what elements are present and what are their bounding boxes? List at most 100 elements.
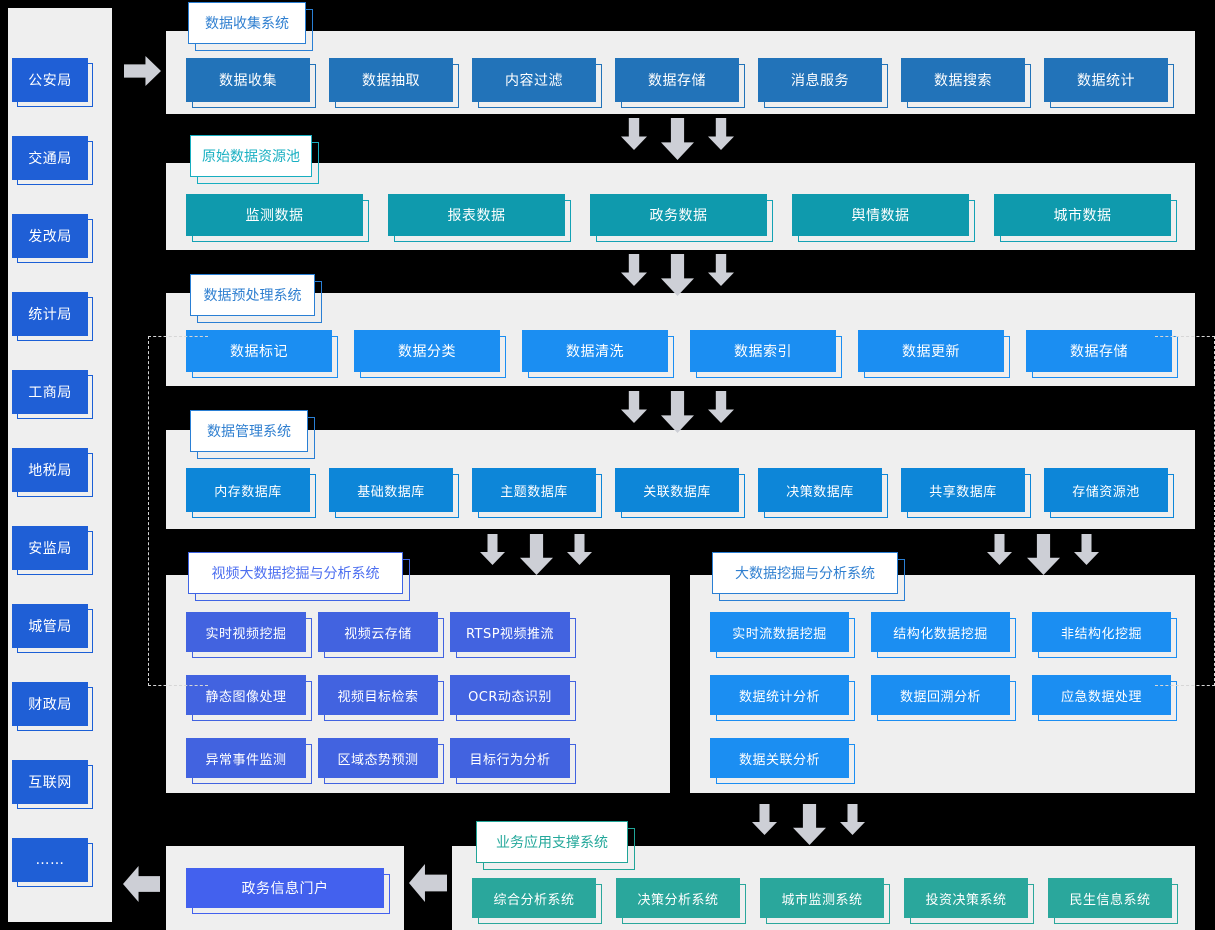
block-label: 报表数据 xyxy=(388,194,565,236)
block-preprocess-1[interactable]: 数据标记 xyxy=(186,330,338,378)
block-video-mining-4[interactable]: 静态图像处理 xyxy=(186,675,312,721)
block-label: 城市数据 xyxy=(994,194,1171,236)
block-label: 视频目标检索 xyxy=(318,675,438,715)
block-video-mining-8[interactable]: 区域态势预测 xyxy=(318,738,444,784)
sidebar-item-10[interactable]: 互联网 xyxy=(12,760,93,809)
sidebar-item-5[interactable]: 工商局 xyxy=(12,370,93,419)
sidebar-item-11[interactable]: …… xyxy=(12,838,93,887)
tab-business-support[interactable]: 业务应用支撑系统 xyxy=(476,821,635,870)
tab-preprocess[interactable]: 数据预处理系统 xyxy=(190,274,322,323)
sidebar-item-7[interactable]: 安监局 xyxy=(12,526,93,575)
sidebar-item-9[interactable]: 财政局 xyxy=(12,682,93,731)
block-video-mining-3[interactable]: RTSP视频推流 xyxy=(450,612,576,658)
block-management-4[interactable]: 关联数据库 xyxy=(615,468,745,518)
block-label: 数据分类 xyxy=(354,330,500,372)
block-data-mining-4[interactable]: 数据统计分析 xyxy=(710,675,855,721)
block-preprocess-5[interactable]: 数据更新 xyxy=(858,330,1010,378)
sidebar-item-label: 公安局 xyxy=(12,58,88,102)
block-rawpool-5[interactable]: 城市数据 xyxy=(994,194,1177,242)
block-label: 决策分析系统 xyxy=(616,878,740,918)
block-preprocess-2[interactable]: 数据分类 xyxy=(354,330,506,378)
sidebar-item-label: 发改局 xyxy=(12,214,88,258)
block-label: 应急数据处理 xyxy=(1032,675,1171,715)
block-label: 异常事件监测 xyxy=(186,738,306,778)
block-collection-6[interactable]: 数据搜索 xyxy=(901,58,1031,108)
block-collection-1[interactable]: 数据收集 xyxy=(186,58,316,108)
block-management-6[interactable]: 共享数据库 xyxy=(901,468,1031,518)
sidebar-item-label: 交通局 xyxy=(12,136,88,180)
tab-raw-data-pool[interactable]: 原始数据资源池 xyxy=(190,135,319,184)
block-management-2[interactable]: 基础数据库 xyxy=(329,468,459,518)
flow-arrow-down-icon xyxy=(480,534,505,565)
flow-arrow-down-icon xyxy=(621,254,647,286)
block-collection-3[interactable]: 内容过滤 xyxy=(472,58,602,108)
block-rawpool-4[interactable]: 舆情数据 xyxy=(792,194,975,242)
sidebar-item-1[interactable]: 公安局 xyxy=(12,58,93,107)
block-government-portal[interactable]: 政务信息门户 xyxy=(186,868,390,914)
sidebar-item-6[interactable]: 地税局 xyxy=(12,448,93,497)
block-label: 数据统计 xyxy=(1044,58,1168,102)
block-business-3[interactable]: 城市监测系统 xyxy=(760,878,890,924)
block-collection-7[interactable]: 数据统计 xyxy=(1044,58,1174,108)
block-label: 数据抽取 xyxy=(329,58,453,102)
block-preprocess-3[interactable]: 数据清洗 xyxy=(522,330,674,378)
block-management-3[interactable]: 主题数据库 xyxy=(472,468,602,518)
block-video-mining-6[interactable]: OCR动态识别 xyxy=(450,675,576,721)
block-label: 结构化数据挖掘 xyxy=(871,612,1010,652)
block-data-mining-1[interactable]: 实时流数据挖掘 xyxy=(710,612,855,658)
sidebar-item-label: 互联网 xyxy=(12,760,88,804)
sidebar-item-label: 地税局 xyxy=(12,448,88,492)
tab-video-mining[interactable]: 视频大数据挖掘与分析系统 xyxy=(188,552,410,601)
block-label: 监测数据 xyxy=(186,194,363,236)
flow-arrow-down-icon xyxy=(621,391,647,423)
block-video-mining-9[interactable]: 目标行为分析 xyxy=(450,738,576,784)
tab-data-mining[interactable]: 大数据挖掘与分析系统 xyxy=(712,552,905,601)
sidebar-item-8[interactable]: 城管局 xyxy=(12,604,93,653)
sidebar-item-2[interactable]: 交通局 xyxy=(12,136,93,185)
sidebar-item-4[interactable]: 统计局 xyxy=(12,292,93,341)
flow-arrow-down-icon xyxy=(621,118,647,150)
block-label: 数据存储 xyxy=(615,58,739,102)
block-collection-2[interactable]: 数据抽取 xyxy=(329,58,459,108)
block-rawpool-3[interactable]: 政务数据 xyxy=(590,194,773,242)
block-label: 投资决策系统 xyxy=(904,878,1028,918)
block-video-mining-7[interactable]: 异常事件监测 xyxy=(186,738,312,784)
block-management-1[interactable]: 内存数据库 xyxy=(186,468,316,518)
tab-data-collection[interactable]: 数据收集系统 xyxy=(188,2,313,51)
portal-arrow-left-icon xyxy=(409,864,447,902)
flow-arrow-down-icon xyxy=(520,534,553,575)
tab-data-management[interactable]: 数据管理系统 xyxy=(190,410,315,459)
block-business-5[interactable]: 民生信息系统 xyxy=(1048,878,1178,924)
block-management-5[interactable]: 决策数据库 xyxy=(758,468,888,518)
outbound-arrow-left-icon xyxy=(123,866,160,902)
block-rawpool-1[interactable]: 监测数据 xyxy=(186,194,369,242)
block-data-mining-3[interactable]: 非结构化挖掘 xyxy=(1032,612,1177,658)
block-rawpool-2[interactable]: 报表数据 xyxy=(388,194,571,242)
block-label: 数据统计分析 xyxy=(710,675,849,715)
block-data-mining-7[interactable]: 数据关联分析 xyxy=(710,738,855,784)
block-preprocess-6[interactable]: 数据存储 xyxy=(1026,330,1178,378)
block-collection-5[interactable]: 消息服务 xyxy=(758,58,888,108)
flow-arrow-down-icon xyxy=(987,534,1012,565)
sidebar-item-label: 财政局 xyxy=(12,682,88,726)
tab-label: 大数据挖掘与分析系统 xyxy=(712,552,898,594)
block-collection-4[interactable]: 数据存储 xyxy=(615,58,745,108)
flow-arrow-down-icon xyxy=(1074,534,1099,565)
block-data-mining-6[interactable]: 应急数据处理 xyxy=(1032,675,1177,721)
block-data-mining-5[interactable]: 数据回溯分析 xyxy=(871,675,1016,721)
block-management-7[interactable]: 存储资源池 xyxy=(1044,468,1174,518)
block-video-mining-1[interactable]: 实时视频挖掘 xyxy=(186,612,312,658)
block-label: 数据索引 xyxy=(690,330,836,372)
flow-arrow-down-icon xyxy=(708,254,734,286)
block-data-mining-2[interactable]: 结构化数据挖掘 xyxy=(871,612,1016,658)
block-video-mining-5[interactable]: 视频目标检索 xyxy=(318,675,444,721)
block-preprocess-4[interactable]: 数据索引 xyxy=(690,330,842,378)
block-label: 决策数据库 xyxy=(758,468,882,512)
block-business-2[interactable]: 决策分析系统 xyxy=(616,878,746,924)
block-business-1[interactable]: 综合分析系统 xyxy=(472,878,602,924)
block-label: 存储资源池 xyxy=(1044,468,1168,512)
block-business-4[interactable]: 投资决策系统 xyxy=(904,878,1034,924)
sidebar-item-3[interactable]: 发改局 xyxy=(12,214,93,263)
block-label: 数据标记 xyxy=(186,330,332,372)
block-video-mining-2[interactable]: 视频云存储 xyxy=(318,612,444,658)
